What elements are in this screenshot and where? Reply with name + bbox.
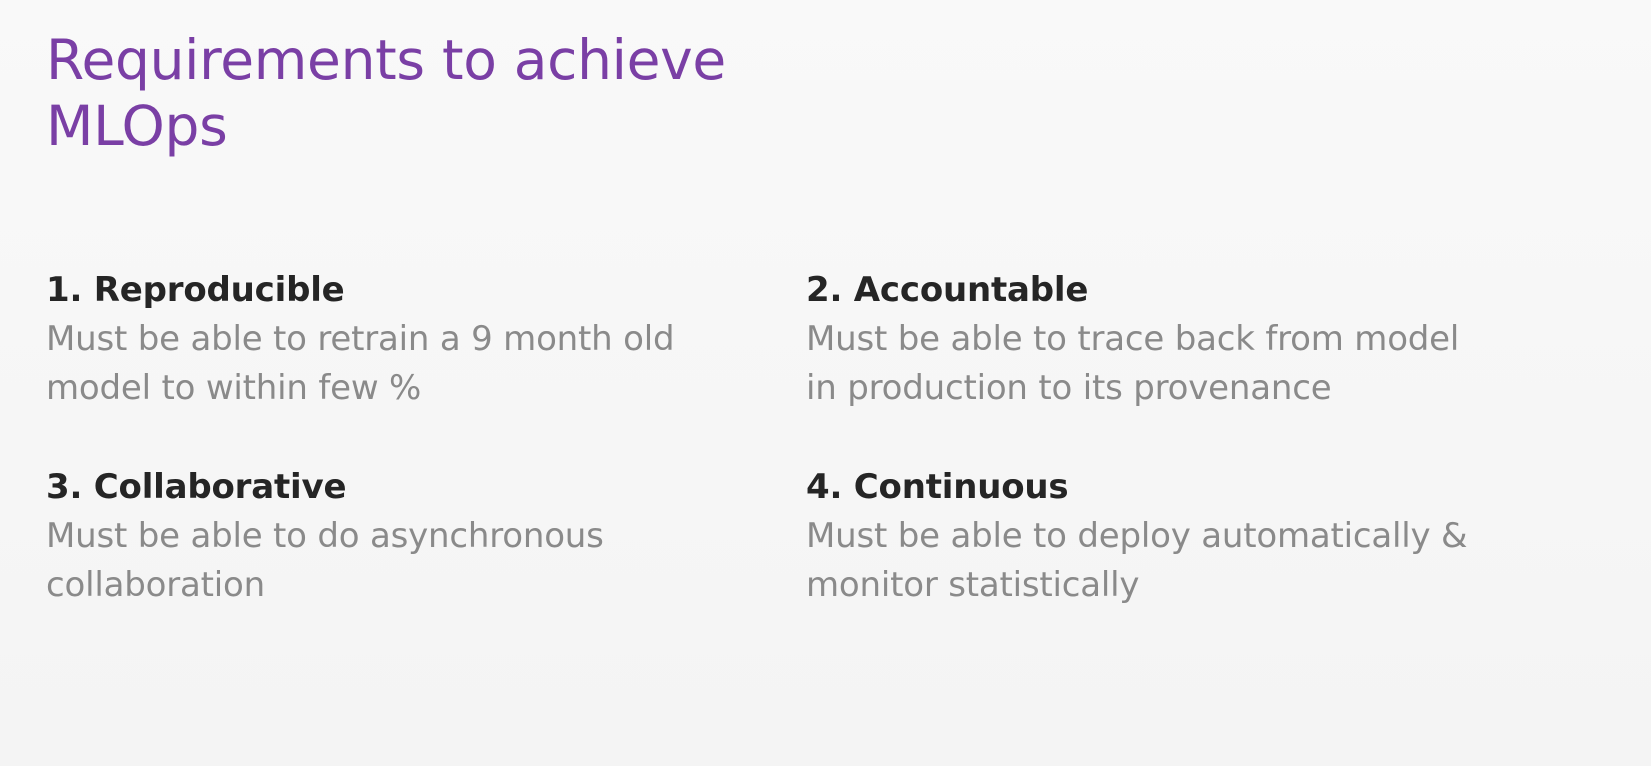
requirement-description-line-1: Must be able to deploy automatically & [806,516,1468,556]
requirement-description: Must be able to trace back from model in… [806,315,1526,413]
requirement-description-line-2: collaboration [46,565,265,605]
requirement-description-line-1: Must be able to do asynchronous [46,516,604,556]
requirement-item-accountable: 2. Accountable Must be able to trace bac… [806,265,1546,413]
requirement-item-continuous: 4. Continuous Must be able to deploy aut… [806,462,1546,610]
requirement-heading: 1. Reproducible [46,270,345,310]
requirement-description-line-2: monitor statistically [806,565,1140,605]
requirement-description-line-2: in production to its provenance [806,368,1332,408]
requirement-description-line-1: Must be able to trace back from model [806,319,1460,359]
requirement-heading: 2. Accountable [806,270,1089,310]
requirement-item-collaborative: 3. Collaborative Must be able to do asyn… [46,462,786,610]
slide-title-line-2: MLOps [46,94,228,158]
requirement-item-reproducible: 1. Reproducible Must be able to retrain … [46,265,786,413]
slide-title: Requirements to achieve MLOps [46,27,846,159]
slide-title-line-1: Requirements to achieve [46,28,726,92]
requirement-description-line-1: Must be able to retrain a 9 month old [46,319,675,359]
requirement-description: Must be able to do asynchronous collabor… [46,512,766,610]
requirement-heading: 3. Collaborative [46,467,347,507]
requirement-description: Must be able to deploy automatically & m… [806,512,1526,610]
requirement-description: Must be able to retrain a 9 month old mo… [46,315,766,413]
requirement-heading: 4. Continuous [806,467,1069,507]
requirement-description-line-2: model to within few % [46,368,422,408]
